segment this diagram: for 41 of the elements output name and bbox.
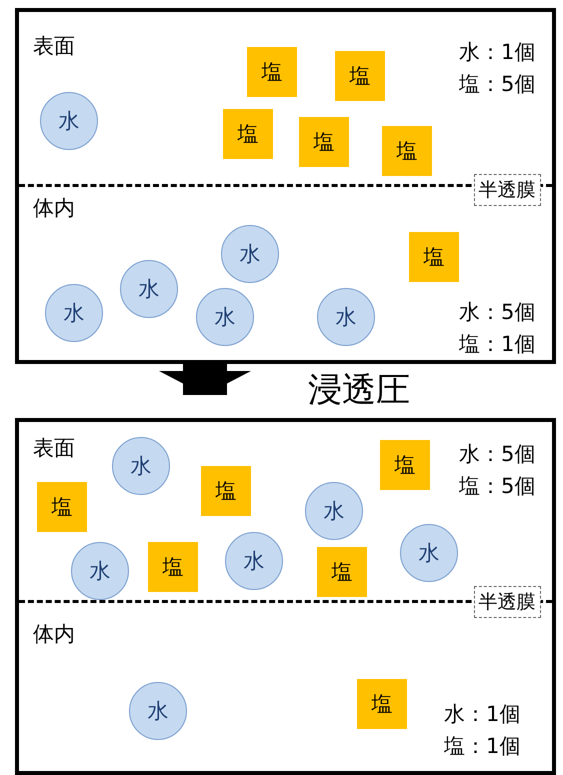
region-label: 表面 bbox=[33, 36, 75, 57]
count-label: 塩：1個 bbox=[459, 334, 536, 355]
region-label: 表面 bbox=[33, 438, 75, 459]
salt-square: 塩 bbox=[335, 51, 385, 101]
water-molecule-circle: 水 bbox=[225, 532, 283, 590]
arrow bbox=[159, 364, 251, 395]
salt-square: 塩 bbox=[148, 542, 198, 592]
salt-square: 塩 bbox=[223, 109, 273, 159]
salt-square: 塩 bbox=[357, 679, 407, 729]
count-label: 水：1個 bbox=[444, 704, 520, 725]
beaker-panel bbox=[15, 418, 556, 775]
salt-square: 塩 bbox=[201, 466, 251, 516]
count-label: 塩：5個 bbox=[459, 476, 536, 497]
membrane-label: 半透膜 bbox=[474, 586, 540, 618]
salt-square: 塩 bbox=[247, 47, 297, 97]
membrane-label: 半透膜 bbox=[474, 174, 540, 206]
count-label: 水：5個 bbox=[459, 444, 536, 465]
water-molecule-circle: 水 bbox=[196, 288, 254, 346]
count-label: 水：1個 bbox=[459, 42, 536, 63]
salt-square: 塩 bbox=[380, 440, 430, 490]
count-label: 水：5個 bbox=[459, 302, 536, 323]
water-molecule-circle: 水 bbox=[129, 682, 187, 740]
salt-square: 塩 bbox=[382, 126, 432, 176]
water-molecule-circle: 水 bbox=[317, 288, 375, 346]
water-molecule-circle: 水 bbox=[71, 542, 129, 600]
salt-square: 塩 bbox=[317, 547, 367, 597]
count-label: 塩：5個 bbox=[459, 74, 536, 95]
water-molecule-circle: 水 bbox=[112, 437, 170, 495]
water-molecule-circle: 水 bbox=[305, 482, 363, 540]
beaker-panel bbox=[15, 8, 556, 364]
water-molecule-circle: 水 bbox=[221, 225, 279, 283]
region-label: 体内 bbox=[33, 198, 75, 219]
water-molecule-circle: 水 bbox=[400, 524, 458, 582]
salt-square: 塩 bbox=[299, 117, 349, 167]
water-molecule-circle: 水 bbox=[120, 260, 178, 318]
water-molecule-circle: 水 bbox=[45, 284, 103, 342]
count-label: 塩：1個 bbox=[444, 736, 520, 757]
region-label: 体内 bbox=[33, 624, 75, 645]
salt-square: 塩 bbox=[409, 232, 459, 282]
salt-square: 塩 bbox=[37, 482, 87, 532]
water-molecule-circle: 水 bbox=[40, 92, 98, 150]
